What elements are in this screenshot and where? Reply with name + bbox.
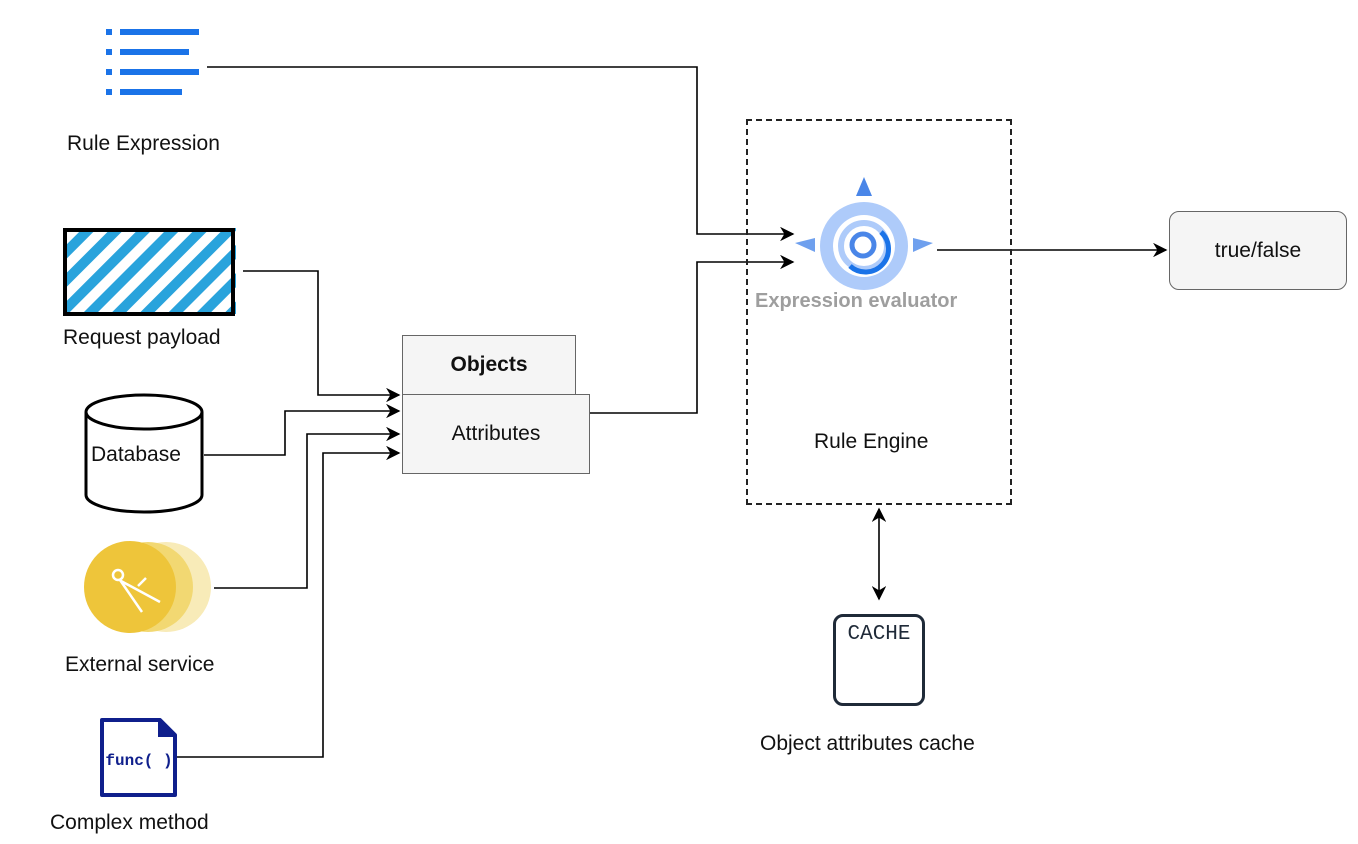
request-payload-label: Request payload bbox=[63, 326, 221, 349]
database-icon bbox=[84, 393, 204, 514]
connector-database bbox=[204, 403, 401, 456]
objects-box: Objects bbox=[402, 335, 576, 395]
database-label: Database bbox=[91, 443, 181, 466]
rule-engine-box bbox=[746, 119, 1012, 505]
complex-method-label: Complex method bbox=[50, 811, 209, 834]
func-text: func( ) bbox=[105, 752, 172, 770]
expression-evaluator-label: Expression evaluator bbox=[755, 290, 958, 312]
rule-expression-label: Rule Expression bbox=[67, 132, 220, 155]
cache-icon: CACHE bbox=[833, 614, 925, 706]
cache-title: CACHE bbox=[847, 623, 911, 646]
external-service-label: External service bbox=[65, 653, 215, 676]
connector-external-service bbox=[214, 426, 401, 589]
func-document-icon: func( ) bbox=[100, 718, 177, 797]
attributes-label: Attributes bbox=[451, 422, 541, 445]
result-label: true/false bbox=[1214, 238, 1302, 262]
cache-label: Object attributes cache bbox=[760, 732, 975, 755]
result-box: true/false bbox=[1169, 211, 1347, 290]
connector-rule-expression bbox=[207, 66, 795, 242]
attributes-box: Attributes bbox=[402, 394, 590, 474]
rule-engine-label: Rule Engine bbox=[814, 430, 929, 453]
external-service-icon bbox=[84, 541, 211, 633]
objects-title: Objects bbox=[450, 353, 528, 376]
evaluator-icon bbox=[795, 177, 933, 290]
list-icon bbox=[106, 29, 199, 95]
connector-request-payload bbox=[243, 270, 401, 403]
connector-attributes bbox=[590, 254, 795, 414]
payload-icon bbox=[63, 228, 236, 316]
connector-complex-method bbox=[177, 445, 401, 758]
